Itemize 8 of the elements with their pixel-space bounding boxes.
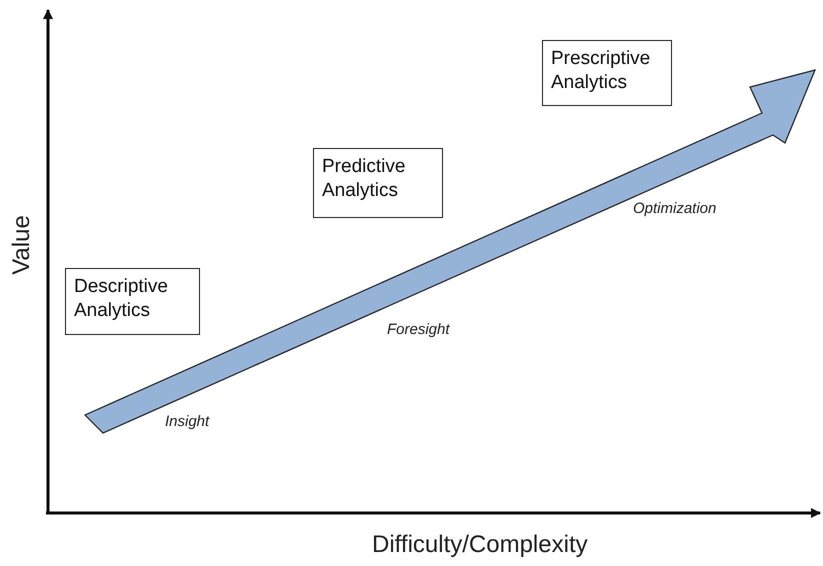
text-box: Descriptive Analytics: [65, 268, 200, 335]
arrow-label: Insight: [165, 412, 210, 430]
text-box: Predictive Analytics: [313, 148, 443, 218]
axis-title: Difficulty/Complexity: [372, 531, 588, 559]
axis-title: Value: [8, 215, 36, 275]
text-box: Prescriptive Analytics: [542, 40, 672, 106]
arrow-label: Foresight: [387, 320, 450, 338]
arrow-label: Optimization: [633, 200, 716, 216]
